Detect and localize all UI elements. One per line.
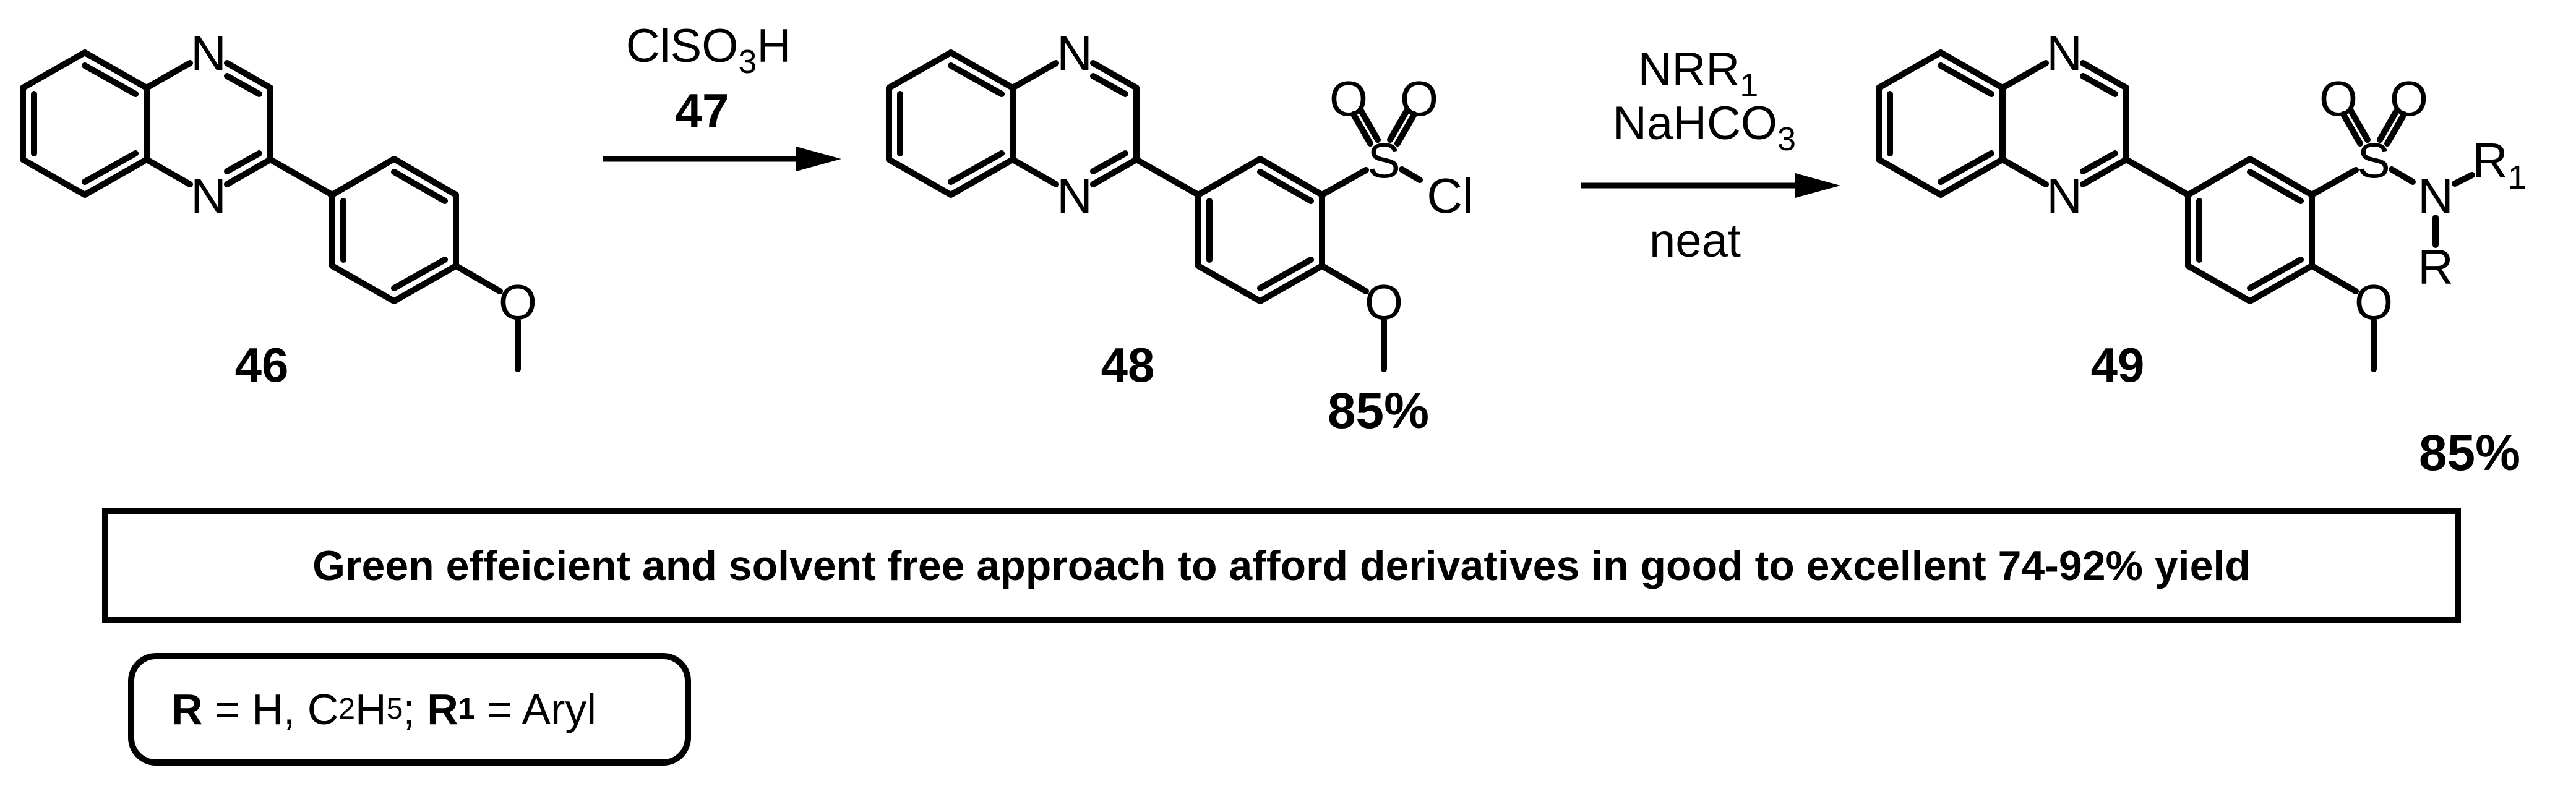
yield-48: 85%: [1328, 383, 1429, 439]
reaction-step-1: ClSO3H 47: [603, 20, 841, 171]
atom-label-o-methoxy: O: [1365, 275, 1403, 330]
atom-label-o-right: O: [1400, 71, 1438, 126]
atom-label-o-methoxy: O: [2355, 275, 2393, 330]
atom-label-n-amide: N: [2418, 168, 2454, 223]
reagent-nrr1: NRR1: [1638, 43, 1759, 104]
compound-46: N N O 46: [20, 26, 537, 392]
compound-number-49: 49: [2091, 338, 2145, 392]
atom-label-o-right: O: [2390, 71, 2428, 126]
reagent-number-47: 47: [676, 83, 729, 138]
highlight-box: Green effeicient and solvent free approa…: [102, 508, 2461, 623]
atom-label-n-top: N: [2046, 26, 2082, 81]
atom-label-n-bottom: N: [2046, 168, 2082, 223]
atom-label-s: S: [2357, 133, 2390, 188]
legend-r1-bold: R: [427, 685, 458, 733]
condition-neat: neat: [1649, 215, 1741, 267]
yield-49: 85%: [2419, 425, 2520, 481]
legend-sep: ;: [403, 685, 427, 733]
atom-label-n-bottom: N: [191, 168, 226, 223]
highlight-text: Green effeicient and solvent free approa…: [312, 542, 2251, 589]
bond-skeleton: [886, 49, 1423, 372]
reagent-clso3h: ClSO3H: [626, 20, 791, 80]
compound-49: N N S O O N R1 R O 49 85%: [1876, 26, 2527, 481]
atom-label-r: R: [2418, 239, 2454, 294]
atom-label-n-top: N: [1057, 26, 1093, 81]
atom-label-o-left: O: [2319, 71, 2358, 126]
compound-number-46: 46: [235, 338, 289, 392]
legend-r-bold: R: [171, 685, 203, 733]
atom-label-r1: R1: [2472, 133, 2527, 196]
compound-number-48: 48: [1101, 338, 1155, 392]
reaction-step-2: NRR1 NaHCO3 neat: [1581, 43, 1840, 267]
reaction-arrow-1-head-icon: [796, 147, 841, 171]
legend-r1-eq: = Aryl: [474, 685, 596, 733]
legend-r-eq: = H, C: [202, 685, 339, 733]
atom-label-o-methoxy: O: [499, 275, 537, 330]
atom-label-cl: Cl: [1427, 168, 1474, 223]
atom-label-o-left: O: [1329, 71, 1368, 126]
reagent-nahco3: NaHCO3: [1613, 97, 1796, 158]
reaction-arrow-2-head-icon: [1795, 173, 1840, 198]
bond-skeleton: [1876, 49, 2475, 372]
legend-h: H: [355, 685, 387, 733]
compound-48: N N S O O Cl O 48 85%: [886, 26, 1474, 439]
atom-label-n-bottom: N: [1057, 168, 1093, 223]
atom-label-n-top: N: [191, 26, 226, 81]
bond-skeleton: [20, 49, 521, 372]
atom-label-s: S: [1367, 133, 1400, 188]
